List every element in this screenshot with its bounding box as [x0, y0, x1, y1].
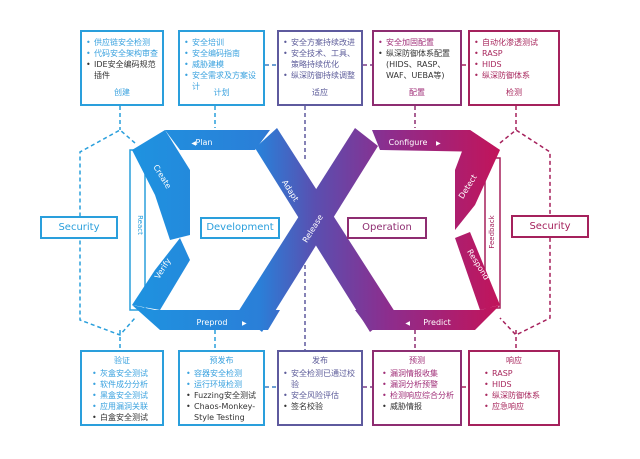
list-item: 黑盒安全测试	[92, 390, 158, 401]
react-label: React	[136, 215, 144, 235]
box-caption: 创建	[114, 88, 130, 97]
list-item: 签名校验	[283, 401, 357, 412]
create-box: 供应链安全检测 代码安全架构审查 IDE安全编码规范插件 创建	[80, 30, 164, 106]
list-item: HIDS	[474, 59, 554, 70]
svg-text:◀: ◀	[405, 320, 410, 327]
list-item: 安全技术、工具、策略持续优化	[283, 48, 357, 70]
list-item: 纵深防御体系配置(HIDS、RASP、WAF、UEBA等)	[378, 48, 456, 81]
adapt-box: 安全方案持续改进 安全技术、工具、策略持续优化 纵深防御持续调整 适应	[277, 30, 363, 106]
development-label: Development	[200, 217, 280, 239]
predict-label: Predict	[423, 318, 451, 327]
svg-text:◀: ◀	[191, 140, 196, 147]
respond-box: 响应 RASP HIDS 纵深防御体系 应急响应	[468, 350, 560, 426]
list-item: 供应链安全检测	[86, 37, 158, 48]
list-item: Chaos-Monkey-Style Testing	[186, 401, 259, 423]
preprod-label: Preprod	[197, 318, 228, 327]
list-item: 纵深防御体系	[484, 390, 554, 401]
detect-box: 自动化渗透测试 RASP HIDS 纵深防御体系 检测	[468, 30, 560, 106]
svg-text:▶: ▶	[436, 140, 441, 147]
operation-label: Operation	[347, 217, 427, 239]
list-item: 自动化渗透测试	[474, 37, 554, 48]
preprod-box: 预发布 容器安全检测 运行环境检测 Fuzzing安全测试 Chaos-Monk…	[178, 350, 265, 426]
box-caption: 预测	[409, 356, 425, 365]
list-item: HIDS	[484, 379, 554, 390]
verify-box: 验证 灰盒安全测试 软件成分分析 黑盒安全测试 应用漏洞关联 白盒安全测试	[80, 350, 164, 426]
list-item: 运行环境检测	[186, 379, 259, 390]
release-box: 发布 安全检测已通过校验 安全风险评估 签名校验	[277, 350, 363, 426]
box-caption: 响应	[506, 356, 522, 365]
list-item: 代码安全架构审查	[86, 48, 158, 59]
box-caption: 配置	[409, 88, 425, 97]
list-item: 安全检测已通过校验	[283, 368, 357, 390]
configure-label: Configure	[389, 138, 428, 147]
list-item: 纵深防御持续调整	[283, 70, 357, 81]
list-item: 安全需求及方案设计	[184, 70, 259, 92]
list-item: 安全编码指南	[184, 48, 259, 59]
list-item: Fuzzing安全测试	[186, 390, 259, 401]
list-item: 威胁情报	[382, 401, 456, 412]
list-item: IDE安全编码规范插件	[86, 59, 158, 81]
list-item: 纵深防御体系	[474, 70, 554, 81]
list-item: 安全培训	[184, 37, 259, 48]
box-caption: 验证	[114, 356, 130, 365]
list-item: 灰盒安全测试	[92, 368, 158, 379]
list-item: 白盒安全测试	[92, 412, 158, 423]
list-item: RASP	[474, 48, 554, 59]
box-caption: 适应	[312, 88, 328, 97]
list-item: RASP	[484, 368, 554, 379]
box-caption: 检测	[506, 88, 522, 97]
list-item: 安全方案持续改进	[283, 37, 357, 48]
list-item: 威胁建模	[184, 59, 259, 70]
list-item: 软件成分分析	[92, 379, 158, 390]
list-item: 检测响应综合分析	[382, 390, 456, 401]
security-label-right: Security	[511, 215, 589, 238]
plan-box: 安全培训 安全编码指南 威胁建模 安全需求及方案设计 计划	[178, 30, 265, 106]
plan-label: Plan	[195, 138, 212, 147]
list-item: 容器安全检测	[186, 368, 259, 379]
list-item: 安全加固配置	[378, 37, 456, 48]
list-item: 应用漏洞关联	[92, 401, 158, 412]
list-item: 应急响应	[484, 401, 554, 412]
predict-box: 预测 漏洞情报收集 漏洞分析预警 检测响应综合分析 威胁情报	[372, 350, 462, 426]
list-item: 安全风险评估	[283, 390, 357, 401]
feedback-label: Feedback	[488, 214, 496, 248]
box-caption: 发布	[312, 356, 328, 365]
security-label-left: Security	[40, 216, 118, 239]
configure-box: 安全加固配置 纵深防御体系配置(HIDS、RASP、WAF、UEBA等) 配置	[372, 30, 462, 106]
list-item: 漏洞情报收集	[382, 368, 456, 379]
svg-text:▶: ▶	[242, 320, 247, 327]
list-item: 漏洞分析预警	[382, 379, 456, 390]
box-caption: 预发布	[209, 356, 234, 365]
box-caption: 计划	[213, 88, 230, 97]
